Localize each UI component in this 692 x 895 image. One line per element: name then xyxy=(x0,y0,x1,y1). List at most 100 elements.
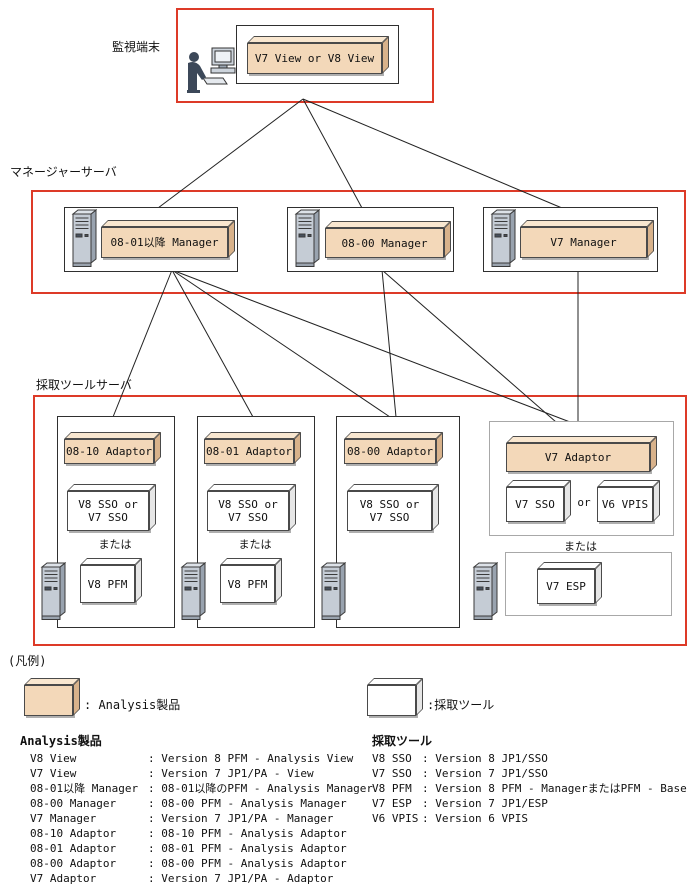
node-manager-v7-label: V7 Manager xyxy=(520,227,647,258)
list-row: V6 VPIS: Version 6 VPIS xyxy=(372,811,687,826)
node-adaptor-v7: V7 Adaptor xyxy=(506,436,657,472)
list-row: V8 View : Version 8 PFM - Analysis View xyxy=(30,751,373,766)
node-pfm-0810: V8 PFM xyxy=(80,558,142,603)
definition: : 08-01以降のPFM - Analysis Manager xyxy=(148,782,374,795)
list-row: 08-00 Adaptor : 08-00 PFM - Analysis Adap… xyxy=(30,856,373,871)
tool-list-title: 採取ツール xyxy=(372,734,433,748)
node-pfm-0810-label: V8 PFM xyxy=(80,565,135,603)
node-sso-0801: V8 SSO or V7 SSO xyxy=(207,484,296,531)
node-sso-v7: V7 SSO xyxy=(506,480,571,522)
list-row: V7 Adaptor : Version 7 JP1/PA - Adaptor xyxy=(30,871,373,886)
node-adaptor-0810: 08-10 Adaptor xyxy=(64,432,161,464)
tool-list: V8 SSO : Version 8 JP1/SSO V7 SSO : Versio… xyxy=(372,751,687,826)
term: 08-00 Adaptor xyxy=(30,857,117,870)
list-row: V8 SSO : Version 8 JP1/SSO xyxy=(372,751,687,766)
list-row: 08-10 Adaptor : 08-10 PFM - Analysis Adap… xyxy=(30,826,373,841)
legend-analysis-box xyxy=(24,678,80,716)
list-row: 08-01 Adaptor : 08-01 PFM - Analysis Adap… xyxy=(30,841,373,856)
node-adaptor-0800: 08-00 Adaptor xyxy=(344,432,443,464)
definition: : 08-00 PFM - Analysis Adaptor xyxy=(148,857,347,870)
node-pfm-0801: V8 PFM xyxy=(220,558,282,603)
list-row: 08-01以降 Manager : 08-01以降のPFM - Analysis … xyxy=(30,781,373,796)
definition: : Version 7 JP1/PA - Adaptor xyxy=(148,872,334,885)
definition: : 08-01 PFM - Analysis Adaptor xyxy=(148,842,347,855)
term: 08-01 Adaptor xyxy=(30,842,117,855)
definition: : Version 6 VPIS xyxy=(422,812,528,825)
node-vpis-v6-label: V6 VPIS xyxy=(597,487,653,522)
node-adaptor-0810-label: 08-10 Adaptor xyxy=(64,439,154,464)
managers-section-label: マネージャーサーバ xyxy=(10,165,117,179)
legend-analysis-label: : Analysis製品 xyxy=(84,698,181,712)
legend-tool-box xyxy=(367,678,423,716)
legend-title: (凡例) xyxy=(8,654,47,668)
sso-line1: V8 SSO or xyxy=(359,498,420,511)
term: 08-10 Adaptor xyxy=(30,827,117,840)
term: V7 ESP xyxy=(372,797,412,810)
node-adaptor-0801-label: 08-01 Adaptor xyxy=(204,439,294,464)
list-row: V7 ESP : Version 7 JP1/ESP xyxy=(372,796,687,811)
node-adaptor-0801: 08-01 Adaptor xyxy=(204,432,301,464)
node-manager-v7: V7 Manager xyxy=(520,220,654,258)
analysis-list: V8 View : Version 8 PFM - Analysis View V… xyxy=(30,751,373,886)
node-manager-0800-label: 08-00 Manager xyxy=(325,228,444,258)
list-row: V7 SSO : Version 7 JP1/SSO xyxy=(372,766,687,781)
node-manager-0801: 08-01以降 Manager xyxy=(101,220,235,258)
term: V7 SSO xyxy=(372,767,412,780)
or-label: または xyxy=(98,538,132,551)
term: V8 PFM xyxy=(372,782,412,795)
server-tower-icon xyxy=(473,562,498,620)
node-sso-0800: V8 SSO or V7 SSO xyxy=(347,484,439,531)
node-manager-0800: 08-00 Manager xyxy=(325,221,451,258)
server-tower-icon xyxy=(491,209,516,267)
definition: : 08-10 PFM - Analysis Adaptor xyxy=(148,827,347,840)
definition: : Version 8 PFM - Analysis View xyxy=(148,752,354,765)
server-tower-icon xyxy=(72,209,97,267)
list-row: 08-00 Manager : 08-00 PFM - Analysis Mana… xyxy=(30,796,373,811)
or-label: または xyxy=(564,540,597,553)
definition: : Version 7 JP1/PA - View xyxy=(148,767,314,780)
list-row: V7 View : Version 7 JP1/PA - View xyxy=(30,766,373,781)
operator-at-computer-icon xyxy=(187,47,236,93)
or-label: または xyxy=(238,538,272,551)
term: 08-01以降 Manager xyxy=(30,782,139,795)
term: V6 VPIS xyxy=(372,812,419,825)
node-adaptor-0800-label: 08-00 Adaptor xyxy=(344,439,436,464)
term: V8 SSO xyxy=(372,752,412,765)
definition: : Version 7 JP1/PA - Manager xyxy=(148,812,334,825)
node-esp-v7: V7 ESP xyxy=(537,562,602,604)
definition: : Version 8 PFM - ManagerまたはPFM - Base xyxy=(422,782,687,795)
server-tower-icon xyxy=(295,209,320,267)
list-row: V7 Manager : Version 7 JP1/PA - Manager xyxy=(30,811,373,826)
definition: : 08-00 PFM - Analysis Manager xyxy=(148,797,347,810)
node-sso-v7-label: V7 SSO xyxy=(506,487,564,522)
server-tower-icon xyxy=(321,562,346,620)
analysis-list-title: Analysis製品 xyxy=(20,734,102,748)
server-tower-icon xyxy=(41,562,66,620)
or-label-en: or xyxy=(577,496,591,509)
node-pfm-0801-label: V8 PFM xyxy=(220,565,275,603)
definition: : Version 7 JP1/ESP xyxy=(422,797,548,810)
terminal-section-label: 監視端末 xyxy=(112,40,161,54)
node-sso-0810: V8 SSO or V7 SSO xyxy=(67,484,156,531)
server-tower-icon xyxy=(181,562,206,620)
definition: : Version 8 JP1/SSO xyxy=(422,752,548,765)
term: V7 View xyxy=(30,767,77,780)
node-view-label: V7 View or V8 View xyxy=(247,43,382,74)
node-vpis-v6: V6 VPIS xyxy=(597,480,660,522)
collectors-section-label: 採取ツールサーバ xyxy=(36,378,132,392)
sso-line2: V7 SSO xyxy=(228,511,268,524)
term: 08-00 Manager xyxy=(30,797,117,810)
sso-line1: V8 SSO or xyxy=(218,498,278,511)
sso-line2: V7 SSO xyxy=(369,511,410,524)
node-esp-v7-label: V7 ESP xyxy=(537,569,595,604)
list-row: V8 PFM : Version 8 PFM - ManagerまたはPFM - … xyxy=(372,781,687,796)
term: V7 Manager xyxy=(30,812,97,825)
term: V7 Adaptor xyxy=(30,872,97,885)
sso-line1: V8 SSO or xyxy=(78,498,138,511)
definition: : Version 7 JP1/SSO xyxy=(422,767,548,780)
term: V8 View xyxy=(30,752,77,765)
node-adaptor-v7-label: V7 Adaptor xyxy=(506,443,650,472)
legend-tool-label: :採取ツール xyxy=(427,698,495,712)
node-manager-0801-label: 08-01以降 Manager xyxy=(101,227,228,258)
